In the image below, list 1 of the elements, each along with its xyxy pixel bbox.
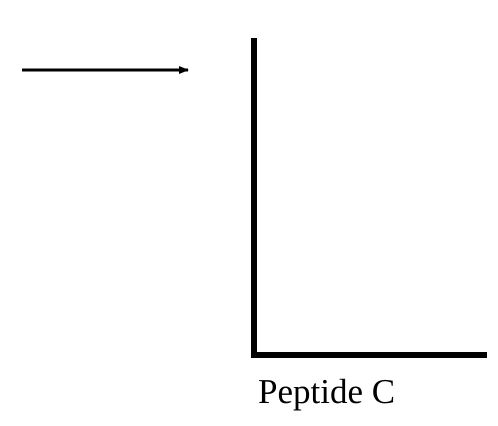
axis-label: Peptide C xyxy=(258,372,396,412)
